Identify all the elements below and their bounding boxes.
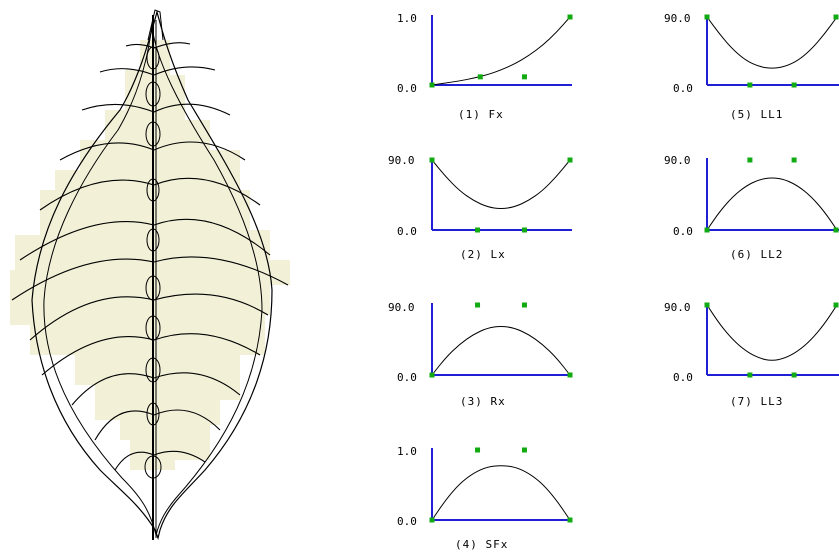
leaf-model: [10, 9, 290, 541]
graph-sfx-y-max: 1.0: [397, 445, 417, 458]
graph-ll1-curve: [706, 16, 838, 69]
graph-ll2-y-max: 90.0: [664, 154, 691, 167]
graph-rx-y-max: 90.0: [388, 301, 415, 314]
graph-fx-curve: [431, 16, 571, 86]
graph-ll3-y-max: 90.0: [664, 301, 691, 314]
graph-sfx-control-point-4[interactable]: [567, 517, 573, 523]
graph-ll1-y-max: 90.0: [664, 12, 691, 25]
graph-fx-control-point-1[interactable]: [429, 82, 435, 88]
graph-sfx-control-point-2[interactable]: [475, 447, 481, 453]
graph-rx-control-point-1[interactable]: [429, 372, 435, 378]
graph-ll3-control-point-1[interactable]: [704, 302, 710, 308]
graph-lx-control-point-4[interactable]: [567, 157, 573, 163]
graph-sfx-y-min: 0.0: [397, 515, 417, 528]
graph-ll3-control-point-2[interactable]: [747, 372, 753, 378]
graph-fx-control-point-3[interactable]: [521, 74, 527, 80]
graph-ll2-control-point-4[interactable]: [833, 227, 839, 233]
graph-ll2-label: (6) LL2: [730, 248, 783, 261]
graph-rx-control-point-3[interactable]: [521, 302, 527, 308]
graph-sfx-control-point-1[interactable]: [429, 517, 435, 523]
graph-ll1-label: (5) LL1: [730, 108, 783, 121]
graph-lx-control-point-1[interactable]: [429, 157, 435, 163]
graph-ll2-y-min: 0.0: [673, 225, 693, 238]
graph-lx[interactable]: 90.0 0.0 (2) Lx: [388, 154, 573, 261]
graph-lx-control-point-2[interactable]: [475, 227, 481, 233]
graph-rx-y-min: 0.0: [397, 371, 417, 384]
graph-ll2-control-point-1[interactable]: [704, 227, 710, 233]
graph-ll3-control-point-4[interactable]: [833, 302, 839, 308]
graph-lx-curve: [431, 159, 571, 209]
graph-ll3-control-point-3[interactable]: [791, 372, 797, 378]
graph-lx-label: (2) Lx: [460, 248, 506, 261]
graph-rx-label: (3) Rx: [460, 395, 506, 408]
leaf-fill-region: [10, 40, 290, 470]
graph-ll1-control-point-1[interactable]: [704, 14, 710, 20]
graph-ll1-control-point-4[interactable]: [833, 14, 839, 20]
graph-ll3-curve: [706, 304, 838, 361]
graph-ll1-control-point-2[interactable]: [747, 82, 753, 88]
graph-rx-control-point-2[interactable]: [475, 302, 481, 308]
graph-fx[interactable]: 1.0 0.0 (1) Fx: [397, 12, 573, 121]
graph-sfx[interactable]: 1.0 0.0 (4) SFx: [397, 445, 573, 551]
graph-rx-curve: [431, 326, 571, 376]
graph-ll1-y-min: 0.0: [673, 82, 693, 95]
graph-fx-control-point-2[interactable]: [477, 74, 483, 80]
graph-sfx-label: (4) SFx: [455, 538, 508, 551]
leaf-lateral-veins: [11, 42, 289, 471]
leaf-tip: [147, 9, 164, 41]
leaf-midrib-nodes: [144, 46, 162, 479]
graph-ll2[interactable]: 90.0 0.0 (6) LL2: [664, 154, 839, 261]
graph-lx-control-point-3[interactable]: [521, 227, 527, 233]
graph-ll2-control-point-2[interactable]: [747, 157, 753, 163]
graph-ll3[interactable]: 90.0 0.0 (7) LL3: [664, 301, 839, 408]
graph-ll2-control-point-3[interactable]: [791, 157, 797, 163]
graph-ll1[interactable]: 90.0 0.0 (5) LL1: [664, 12, 839, 121]
graph-fx-y-min: 0.0: [397, 82, 417, 95]
graph-ll3-y-min: 0.0: [673, 371, 693, 384]
graph-ll2-curve: [706, 177, 838, 231]
graph-ll1-control-point-3[interactable]: [791, 82, 797, 88]
graph-fx-control-point-4[interactable]: [567, 14, 573, 20]
graph-sfx-curve: [431, 465, 571, 521]
graph-fx-label: (1) Fx: [458, 108, 504, 121]
graph-rx-control-point-4[interactable]: [567, 372, 573, 378]
graph-lx-y-min: 0.0: [397, 225, 417, 238]
graph-lx-y-max: 90.0: [388, 154, 415, 167]
graph-ll3-label: (7) LL3: [730, 395, 783, 408]
graph-sfx-control-point-3[interactable]: [521, 447, 527, 453]
graph-rx[interactable]: 90.0 0.0 (3) Rx: [388, 301, 573, 408]
graph-fx-y-max: 1.0: [397, 12, 417, 25]
